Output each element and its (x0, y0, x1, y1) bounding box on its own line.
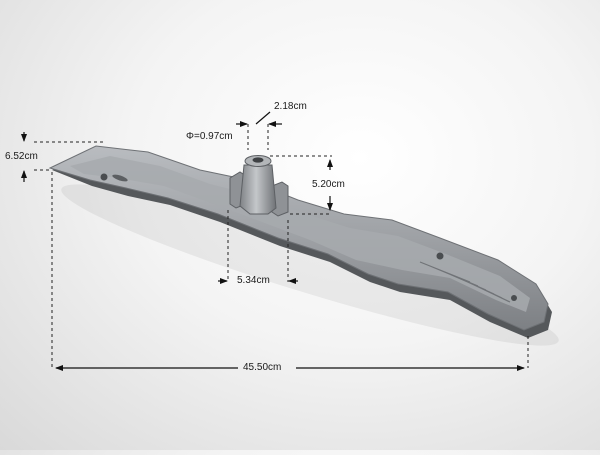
nozzle-left (100, 173, 108, 181)
spray-arm-ribs (419, 261, 511, 303)
dimension-lines (21, 111, 525, 371)
guide-lines (34, 124, 529, 368)
arm-shadow (61, 184, 559, 346)
nozzle-mid (436, 252, 444, 260)
hub-bore (252, 157, 264, 163)
nozzle-slot (112, 174, 128, 182)
label-total-length: 45.50cm (243, 362, 282, 373)
label-left-height: 6.52cm (5, 151, 38, 162)
label-hub-diameter: Φ=0.97cm (186, 131, 233, 142)
spray-arm-ridge (70, 156, 530, 312)
label-hub-height: 5.20cm (312, 179, 345, 190)
nozzle-right (511, 295, 517, 301)
label-hub-base-width: 5.34cm (237, 275, 270, 286)
hub-body (239, 164, 277, 215)
label-hub-top-width: 2.18cm (274, 101, 307, 112)
leader-hub-top-label (255, 111, 271, 125)
